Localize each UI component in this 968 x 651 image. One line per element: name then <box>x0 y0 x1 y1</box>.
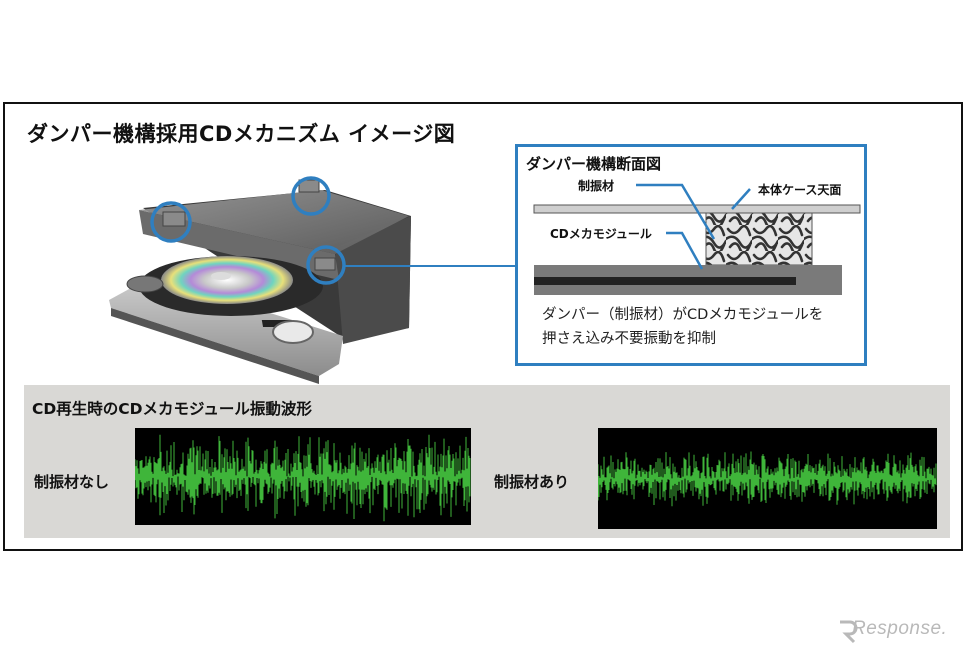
waveform-plot-without-damper <box>135 434 471 522</box>
cross-section-callout: ダンパー機構断面図 制振材 本体ケース天面 CDメカモジュール ダ <box>515 144 867 366</box>
waveform-without-damper <box>135 428 471 525</box>
label-cd-module: CDメカモジュール <box>550 227 652 241</box>
cross-section-caption: ダンパー（制振材）がCDメカモジュールを 押さえ込み不要振動を抑制 <box>542 303 823 351</box>
label-case-top: 本体ケース天面 <box>758 183 842 197</box>
label-damper-material: 制振材 <box>578 179 615 193</box>
cross-section-title: ダンパー機構断面図 <box>526 155 662 173</box>
figure-title: ダンパー機構採用CDメカニズム イメージ図 <box>27 122 456 146</box>
caption-line-1: ダンパー（制振材）がCDメカモジュールを <box>542 307 824 323</box>
response-logo-text: Response. <box>852 618 948 639</box>
label-without-damper: 制振材なし <box>34 473 110 491</box>
waveform-plot-with-damper <box>598 451 937 507</box>
waveform-panel: CD再生時のCDメカモジュール振動波形 制振材なし 制振材あり <box>24 385 950 538</box>
figure-frame: ダンパー機構採用CDメカニズム イメージ図 <box>3 102 963 551</box>
caption-line-2: 押さえ込み不要振動を抑制 <box>542 331 716 347</box>
response-logo: Response. <box>838 616 958 644</box>
response-logo-icon <box>840 620 858 644</box>
cross-section-diagram <box>533 183 861 295</box>
cd-mechanism-illustration <box>109 176 411 384</box>
waveform-title: CD再生時のCDメカモジュール振動波形 <box>32 400 312 418</box>
waveform-with-damper <box>598 428 937 529</box>
label-with-damper: 制振材あり <box>494 473 570 491</box>
